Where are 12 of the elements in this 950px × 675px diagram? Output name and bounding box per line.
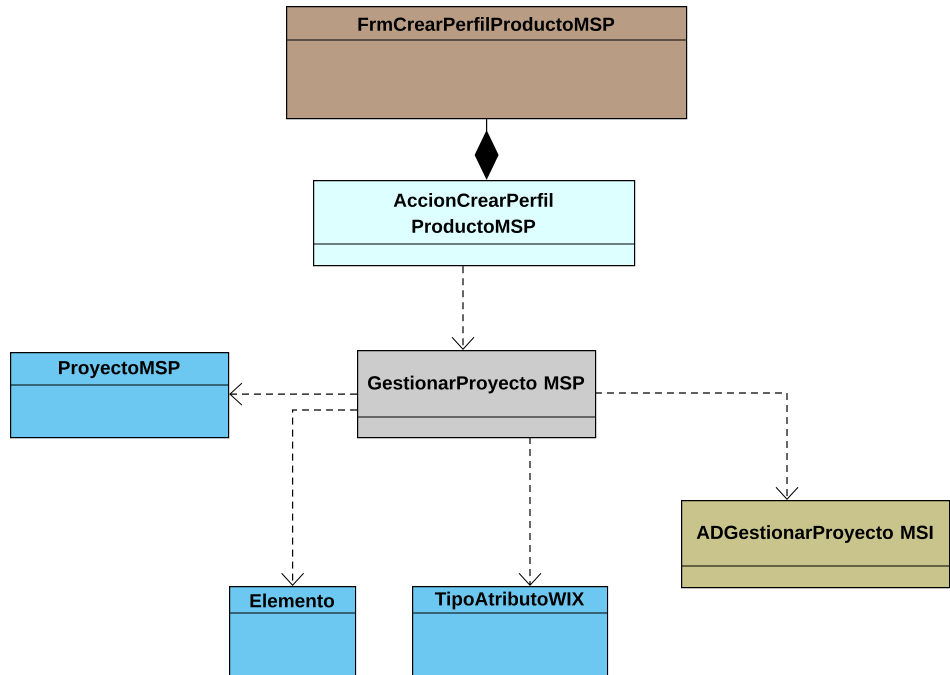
arrow bbox=[229, 382, 357, 406]
class-box: TipoAtributoWIX bbox=[412, 586, 608, 675]
class-box: GestionarProyecto MSP bbox=[356, 350, 596, 438]
arrow bbox=[518, 437, 542, 586]
class-box: ADGestionarProyecto MSI bbox=[680, 500, 950, 588]
class-box: AccionCrearPerfil ProductoMSP bbox=[312, 180, 636, 266]
arrow bbox=[452, 266, 474, 350]
arrow bbox=[595, 392, 798, 500]
class-box: FrmCrearPerfilProductoMSP bbox=[286, 6, 688, 120]
class-box: ProyectoMSP bbox=[10, 352, 230, 438]
class-box: Elemento bbox=[228, 586, 356, 675]
arrow bbox=[281, 409, 357, 586]
